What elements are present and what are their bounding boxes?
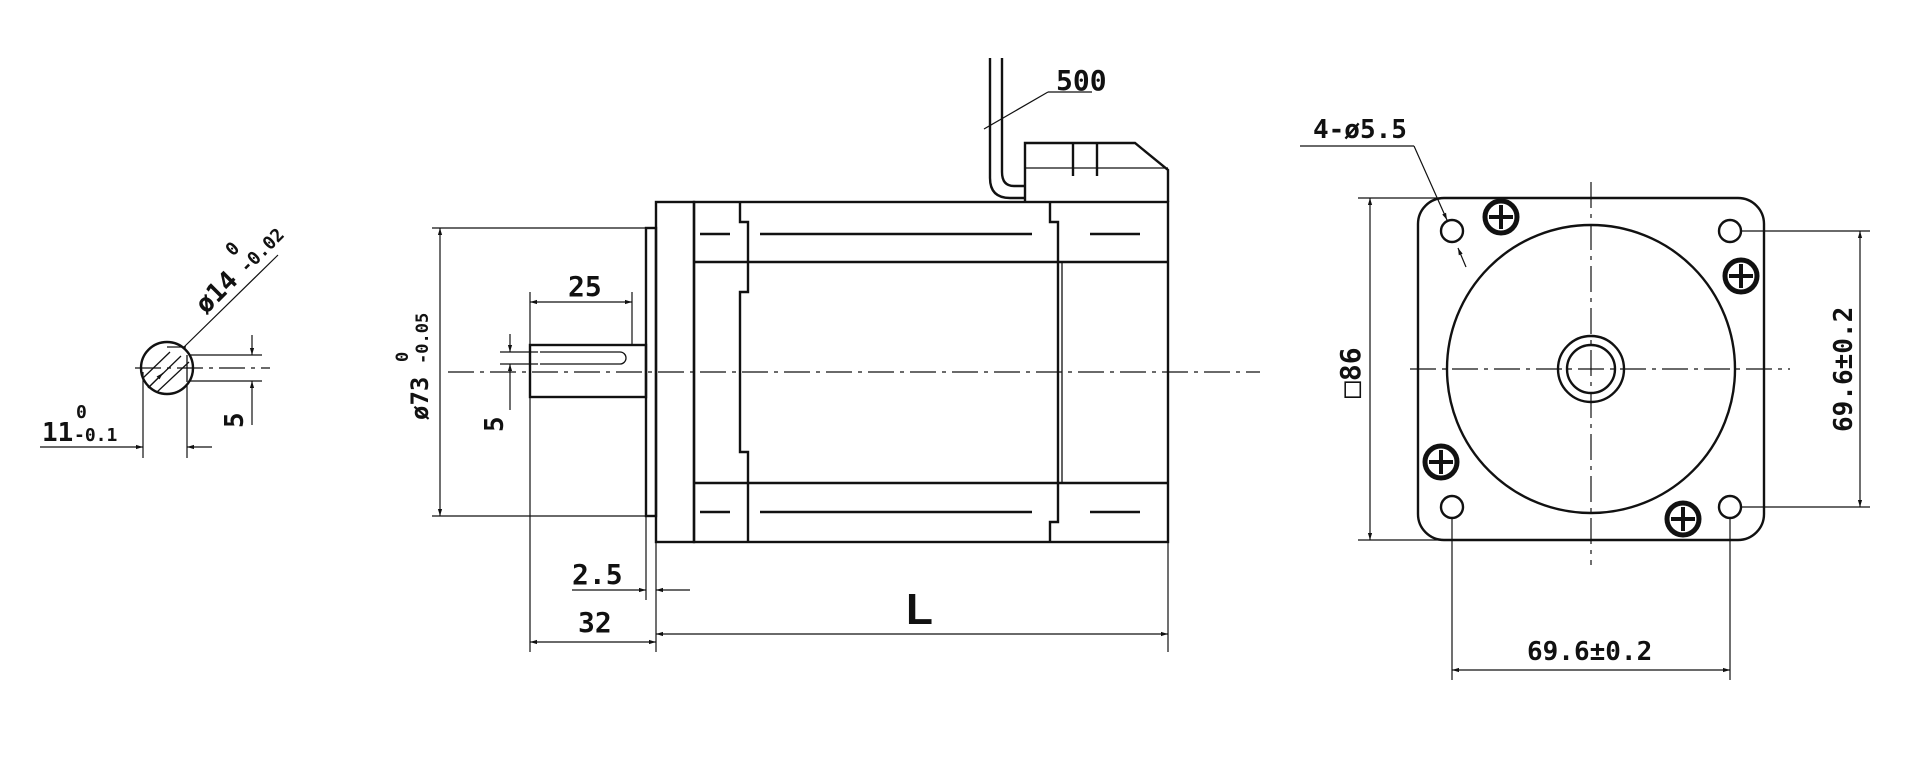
cable — [988, 58, 1025, 200]
body-length-label: L — [906, 585, 933, 634]
diameter-leader — [182, 254, 279, 349]
screw-icon — [1664, 500, 1702, 538]
screw-icon — [1482, 198, 1520, 236]
key-width-side-label: 5 — [220, 412, 250, 428]
flange-square-label: □86 — [1334, 347, 1367, 398]
flat-depth-label: 11 0 -0.1 — [42, 402, 117, 448]
shaft-key — [540, 351, 627, 365]
hole-spacing-vertical-label: 69.6±0.2 — [1829, 307, 1859, 432]
cable-leader — [983, 91, 1049, 130]
screw-icon — [1422, 443, 1460, 481]
pilot-lower-tol: -0.05 — [413, 313, 433, 364]
connector-box — [1023, 141, 1170, 202]
section-hatch — [142, 351, 171, 379]
shaft-diameter-text: ø14 — [190, 266, 244, 320]
section-hatch — [156, 361, 190, 393]
stator-edge — [738, 202, 750, 542]
diameter-arrow — [147, 372, 164, 389]
shaft-length-label: 25 — [568, 270, 602, 303]
cable — [1000, 58, 1025, 188]
mounting-holes-label: 4-ø5.5 — [1313, 115, 1407, 145]
pilot-diameter-label: ø73 0 -0.05 — [393, 313, 434, 420]
shaft-section-view — [40, 254, 279, 458]
cable-length-label: 500 — [1056, 64, 1107, 97]
key-width-end-label: 5 — [480, 416, 510, 432]
mounting-hole — [1439, 494, 1465, 520]
flat-depth-upper-tol: 0 — [76, 402, 87, 423]
flat-depth-lower-tol: -0.1 — [74, 425, 117, 446]
hole-leader-arrow — [1413, 145, 1448, 221]
hole-leader-arrow — [1457, 247, 1467, 268]
pilot-height-label: 2.5 — [572, 558, 623, 591]
mounting-hole — [1717, 494, 1743, 520]
screw-icon — [1722, 257, 1760, 295]
flat-depth-text: 11 — [42, 418, 73, 448]
mounting-hole — [1717, 218, 1743, 244]
pilot-diameter-text: ø73 — [406, 377, 434, 420]
shaft-diameter-label: ø14 0 -0.02 — [190, 224, 289, 320]
hole-spacing-horizontal-label: 69.6±0.2 — [1527, 637, 1652, 667]
mounting-hole — [1439, 218, 1465, 244]
shaft — [528, 343, 648, 399]
motor-side-view — [432, 58, 1260, 652]
motor-front-view — [1300, 145, 1870, 680]
shaft-extension-label: 32 — [578, 606, 612, 639]
pilot-upper-tol: 0 — [393, 352, 413, 362]
